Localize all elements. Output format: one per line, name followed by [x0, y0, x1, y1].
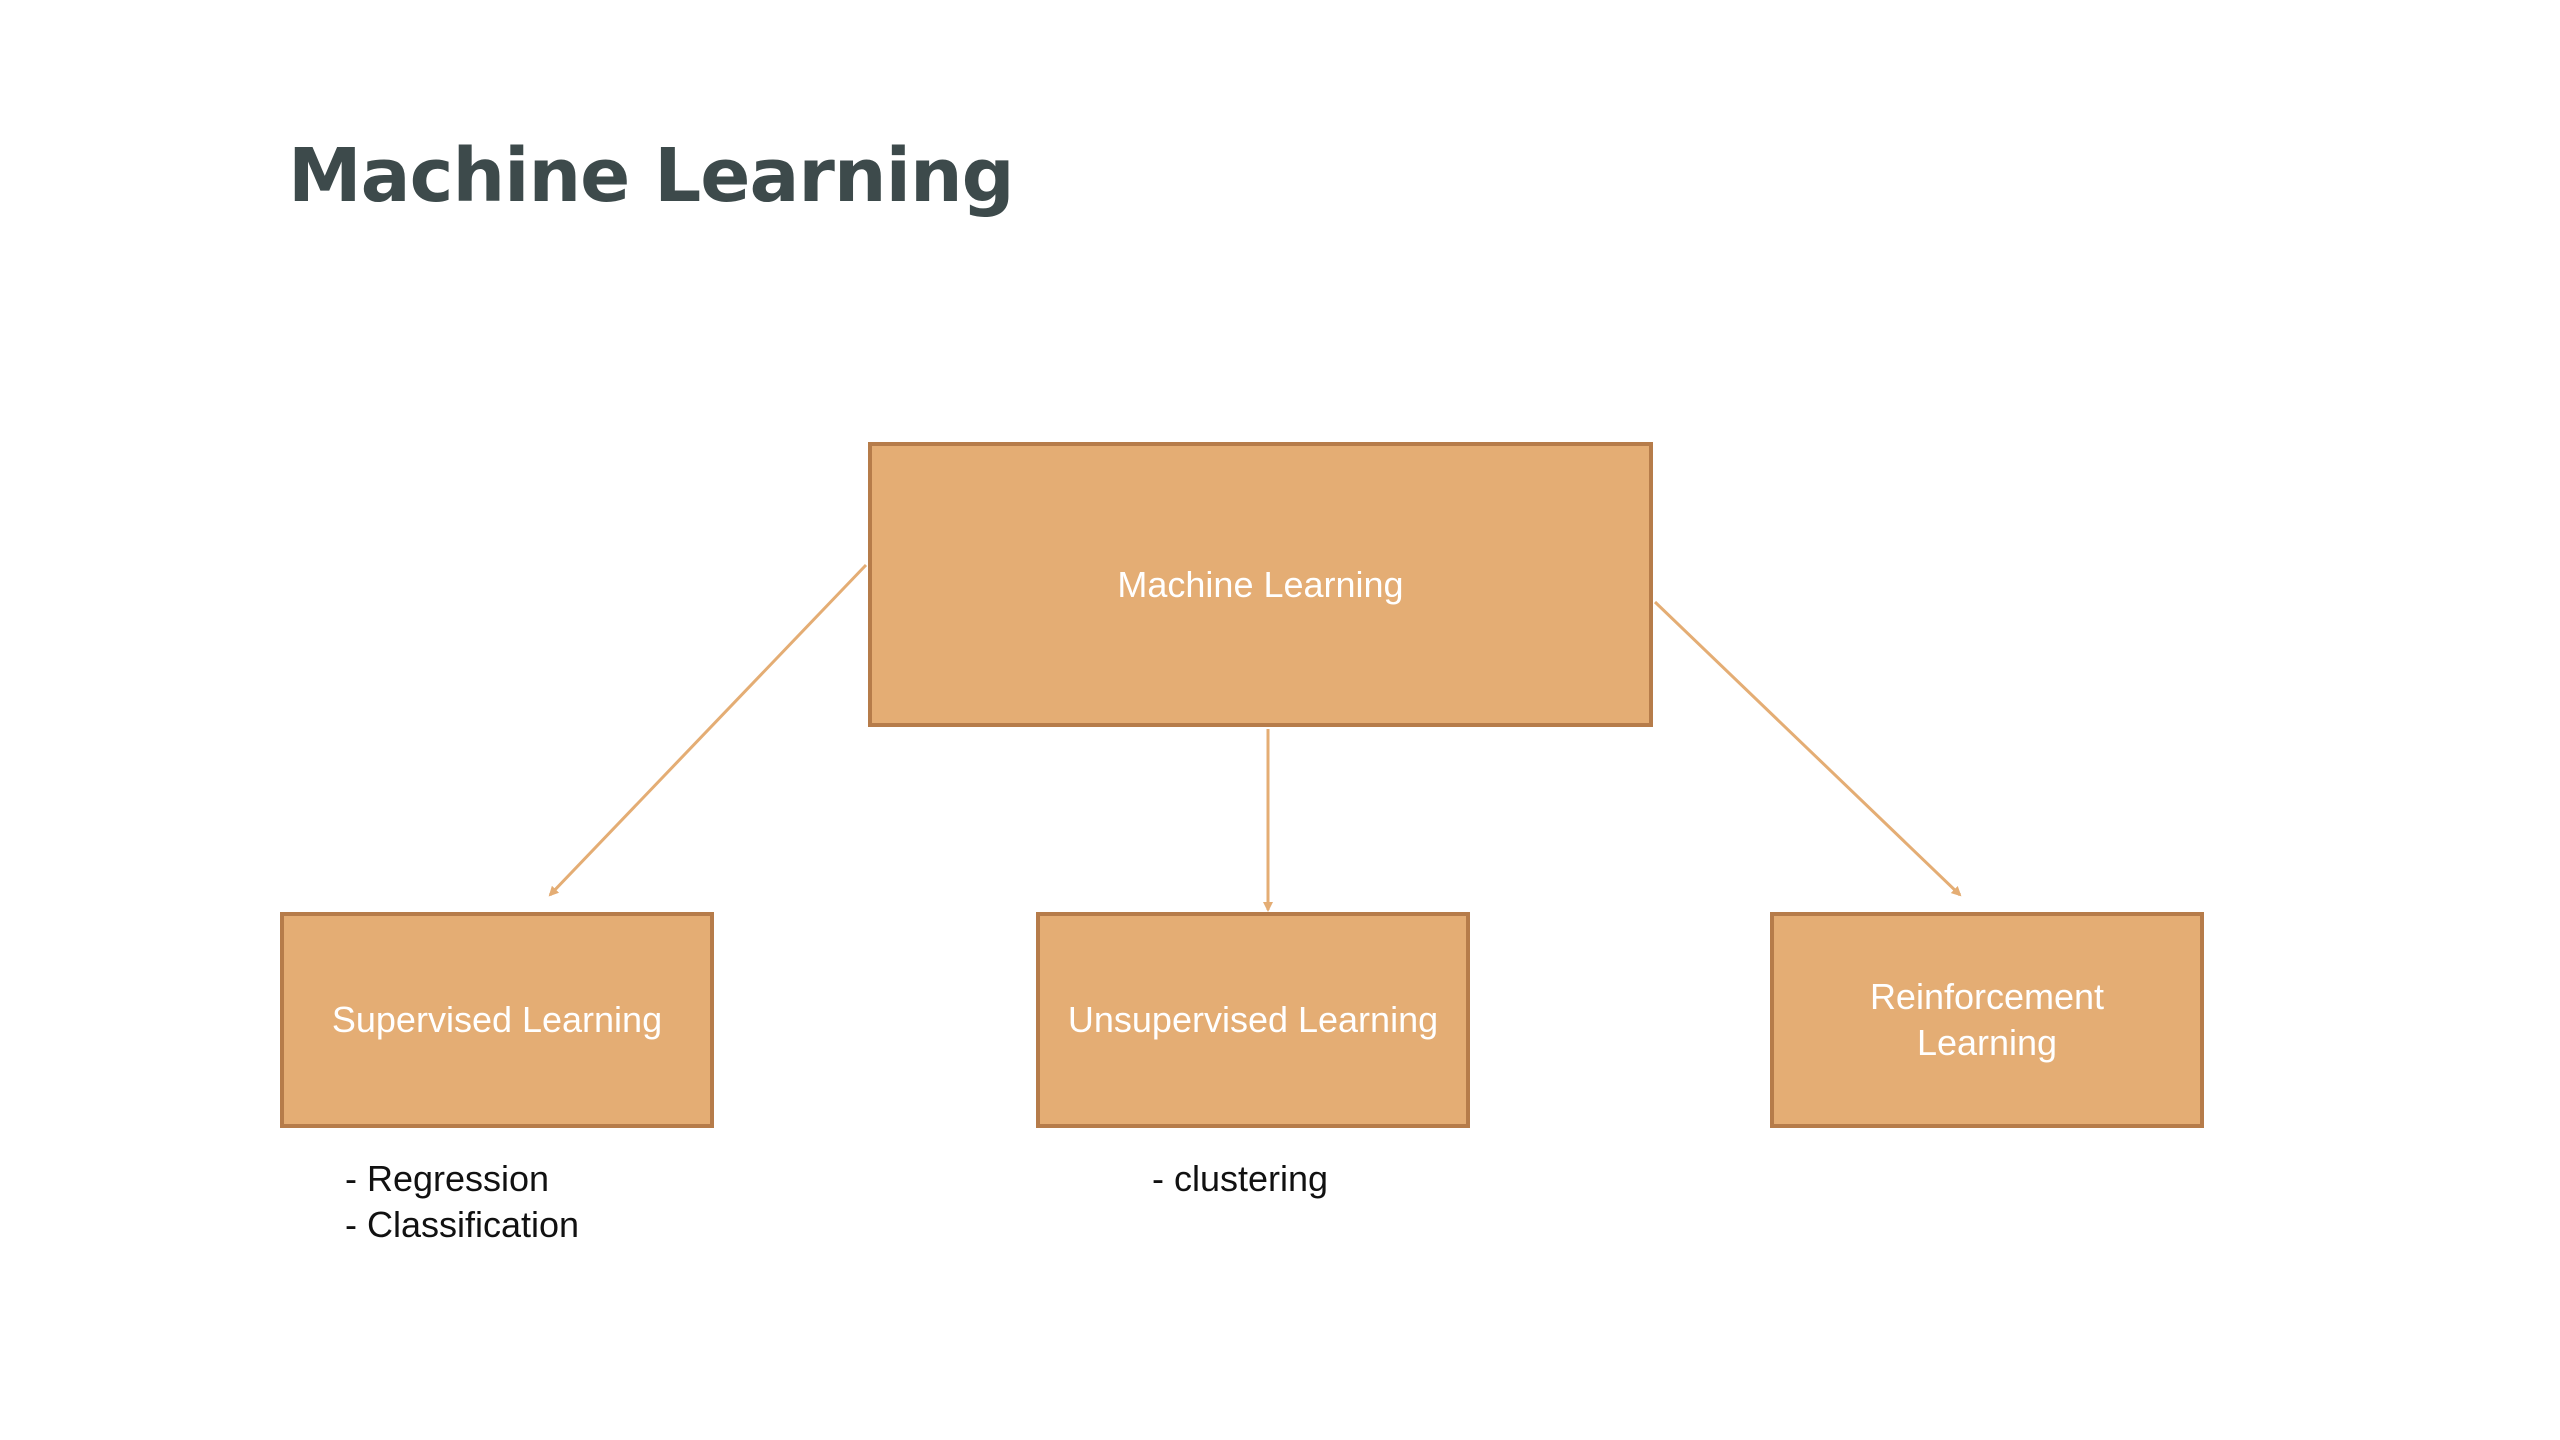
node-reinforcement-learning[interactable]: Reinforcement Learning: [1770, 912, 2204, 1128]
note-regression: - Regression: [345, 1158, 550, 1199]
note-clustering: - clustering: [1152, 1158, 1329, 1199]
node-machine-learning-label: Machine Learning: [1117, 563, 1404, 605]
node-supervised-learning-label: Supervised Learning: [331, 999, 663, 1040]
unsupervised-notes: - clustering: [1152, 1156, 1328, 1202]
supervised-notes: - Regression - Classification: [345, 1156, 579, 1248]
node-unsupervised-learning-label: Unsupervised Learning: [1067, 999, 1439, 1040]
node-supervised-learning[interactable]: Supervised Learning: [280, 912, 714, 1128]
arrow-to-supervised: [548, 563, 868, 897]
node-machine-learning[interactable]: Machine Learning: [868, 442, 1653, 727]
arrow-to-reinforcement: [1653, 600, 1962, 897]
note-classification: - Classification: [345, 1204, 580, 1245]
slide-title: Machine Learning: [288, 133, 1015, 219]
node-reinforcement-learning-label: Reinforcement Learning: [1869, 976, 2105, 1063]
node-unsupervised-learning[interactable]: Unsupervised Learning: [1036, 912, 1470, 1128]
